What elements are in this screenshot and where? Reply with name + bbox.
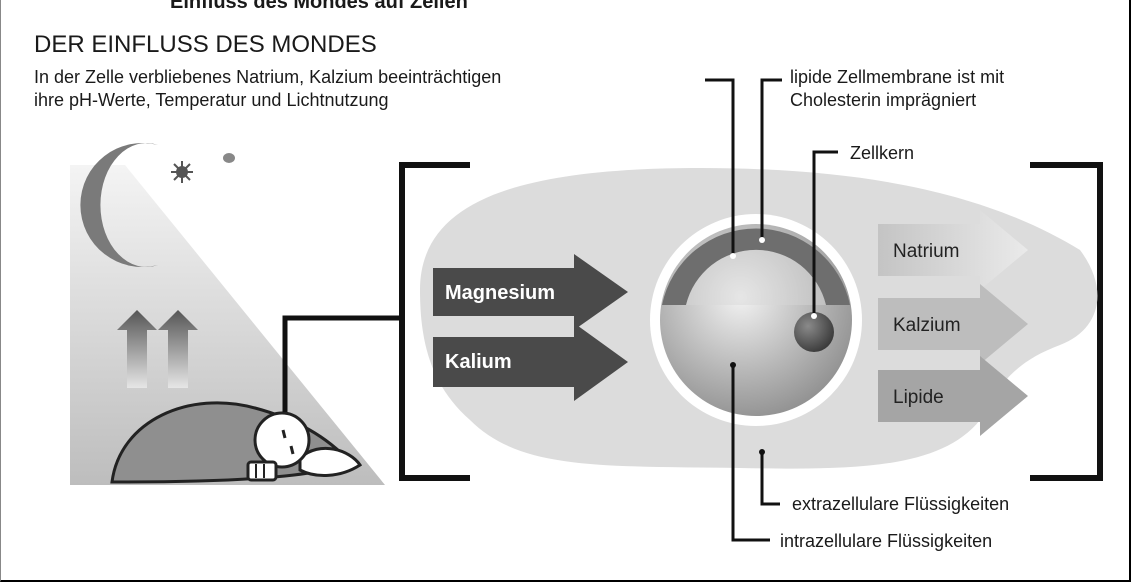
- page-title: DER EINFLUSS DES MONDES: [34, 31, 377, 58]
- inflow-label-magnesium: Magnesium: [445, 282, 555, 304]
- label-intracellular: intrazellulare Flüssigkeiten: [780, 531, 992, 551]
- leader-dot-sodium-calcium: [730, 253, 736, 259]
- label-membrane-line1: lipide Zellmembrane ist mit: [790, 67, 1004, 87]
- star-icon: [171, 161, 193, 183]
- leader-dot-intracellular: [730, 362, 736, 368]
- inflow-label-kalium: Kalium: [445, 351, 512, 373]
- leader-dot-nucleus: [811, 313, 817, 319]
- leader-dot-extracellular: [759, 449, 765, 455]
- label-sodium-calcium-line2: ihre pH-Werte, Temperatur und Lichtnutzu…: [34, 90, 389, 110]
- header-partial: Einfluss des Mondes auf Zellen: [170, 0, 468, 13]
- outflow-label-kalzium: Kalzium: [893, 315, 961, 336]
- label-nucleus: Zellkern: [850, 143, 914, 163]
- label-sodium-calcium-line1: In der Zelle verbliebenes Natrium, Kalzi…: [34, 67, 501, 87]
- label-membrane-line2: Cholesterin imprägniert: [790, 90, 976, 110]
- leader-dot-membrane: [759, 237, 765, 243]
- outflow-label-lipide: Lipide: [893, 387, 944, 408]
- small-planet-icon: [223, 153, 235, 163]
- outflow-label-natrium: Natrium: [893, 241, 960, 262]
- label-extracellular: extrazellulare Flüssigkeiten: [792, 494, 1009, 514]
